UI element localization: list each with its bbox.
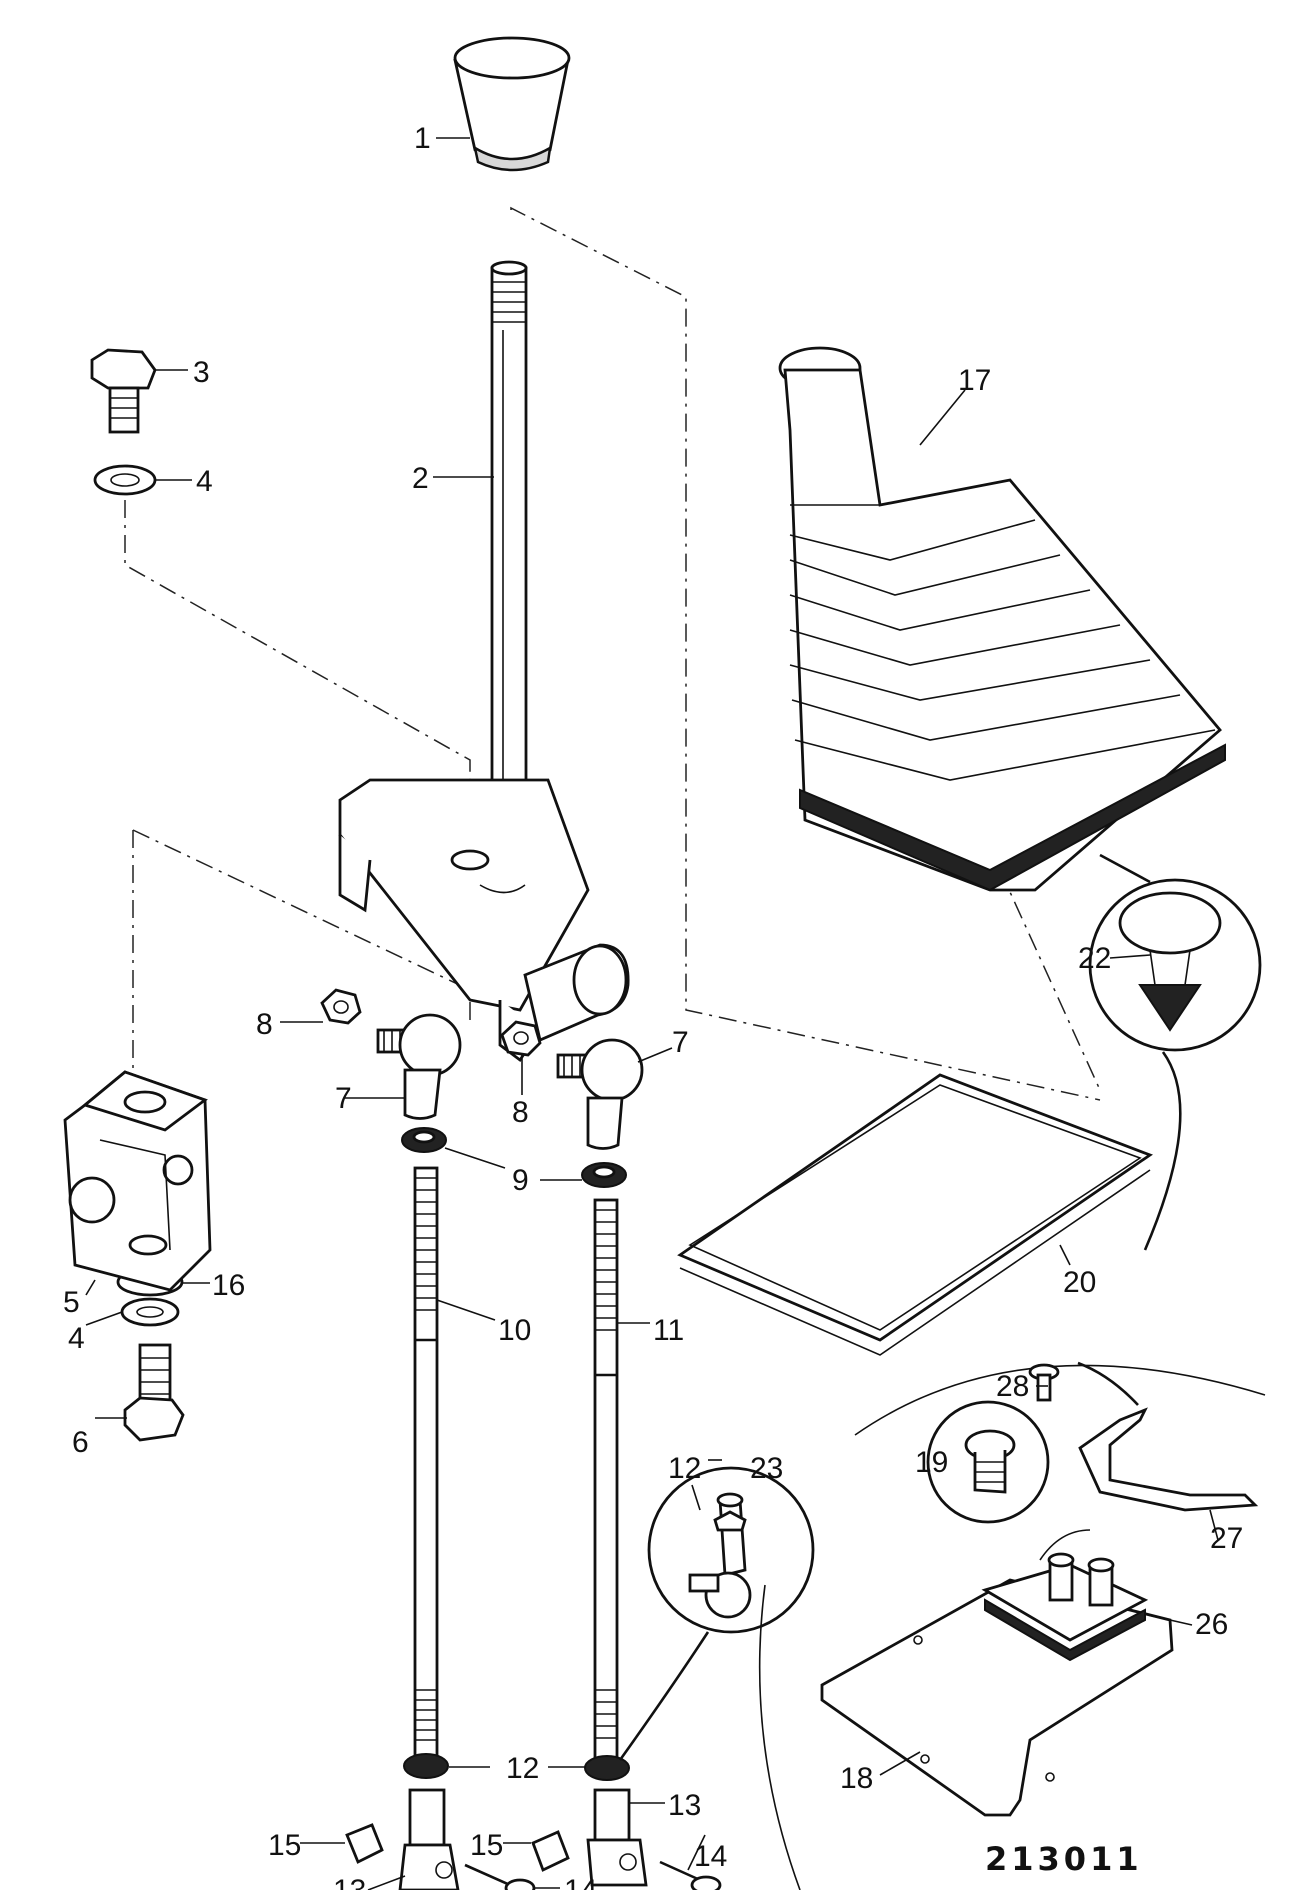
clevis-right-part bbox=[586, 1788, 648, 1887]
universal-joint-part bbox=[63, 1070, 212, 1292]
rod-right-part bbox=[593, 1198, 619, 1762]
callout-8-left: 8 bbox=[256, 1008, 273, 1041]
washer-lower-part bbox=[120, 1297, 180, 1327]
callout-12-detail: 12 bbox=[668, 1452, 701, 1485]
callout-28: 28 bbox=[996, 1370, 1029, 1403]
assembly-guide-lines bbox=[124, 206, 1101, 1101]
callout-10: 10 bbox=[498, 1314, 531, 1347]
callout-9: 9 bbox=[512, 1164, 529, 1197]
callout-13-left: 13 bbox=[333, 1874, 366, 1890]
callout-3: 3 bbox=[193, 356, 210, 389]
callout-1: 1 bbox=[414, 122, 431, 155]
floor-pad-part bbox=[677, 1073, 1153, 1356]
callout-14-right: 14 bbox=[694, 1840, 727, 1873]
callout-26: 26 bbox=[1195, 1608, 1228, 1641]
callout-5: 5 bbox=[63, 1286, 80, 1319]
ball-joint-right-part bbox=[556, 1038, 644, 1150]
nut-right-part bbox=[500, 1020, 542, 1057]
lever-base-plate bbox=[338, 778, 630, 1063]
washer-upper-part bbox=[93, 464, 157, 496]
drawing-reference-number: 213011 bbox=[985, 1840, 1143, 1878]
detail-circle-screw bbox=[926, 1400, 1050, 1524]
callout-18: 18 bbox=[840, 1762, 873, 1795]
callout-22: 22 bbox=[1078, 942, 1111, 975]
callout-7-right: 7 bbox=[672, 1026, 689, 1059]
callout-15-left: 15 bbox=[268, 1829, 301, 1862]
detail-boundary-arc-lower bbox=[758, 1584, 801, 1890]
callout-2: 2 bbox=[412, 462, 429, 495]
washer-lower-hole bbox=[136, 1306, 164, 1318]
callout-11: 11 bbox=[653, 1314, 684, 1347]
bracket-part bbox=[1078, 1407, 1259, 1512]
locknut-left-part bbox=[401, 1127, 447, 1153]
callout-19: 19 bbox=[915, 1446, 948, 1479]
callout-20: 20 bbox=[1063, 1266, 1096, 1299]
callout-7-left: 7 bbox=[335, 1082, 352, 1115]
callout-6: 6 bbox=[72, 1426, 89, 1459]
clevis-left-part bbox=[398, 1788, 460, 1890]
bolt-part bbox=[90, 348, 157, 434]
detail-circle-ball-joint bbox=[618, 1466, 815, 1761]
ball-joint-left-part bbox=[376, 1013, 462, 1120]
callout-13-right: 13 bbox=[668, 1789, 701, 1822]
bolt-lower-part bbox=[123, 1343, 185, 1442]
switch-assembly-part bbox=[981, 1529, 1149, 1662]
pin-left-part bbox=[464, 1863, 536, 1890]
callout-15-right: 15 bbox=[470, 1829, 503, 1862]
callout-labels: 1 2 3 4 17 8 7 8 7 9 10 11 16 5 4 6 20 2… bbox=[63, 122, 1243, 1890]
callout-27: 27 bbox=[1210, 1522, 1243, 1555]
callout-8-right: 8 bbox=[512, 1096, 529, 1129]
callout-4-lower: 4 bbox=[68, 1322, 85, 1355]
callout-14-left: 14 bbox=[564, 1874, 597, 1890]
callout-16: 16 bbox=[212, 1269, 245, 1302]
callout-12-bottom: 12 bbox=[506, 1752, 539, 1785]
rod-left-part bbox=[413, 1166, 439, 1760]
knob-part bbox=[453, 36, 571, 172]
nut-bottom-right-part bbox=[584, 1755, 630, 1781]
pin-right-part bbox=[659, 1860, 722, 1890]
locknut-right-part bbox=[581, 1162, 627, 1188]
screw-small-part bbox=[1028, 1361, 1139, 1406]
callout-17: 17 bbox=[958, 364, 991, 397]
callout-4-upper: 4 bbox=[196, 465, 213, 498]
gaiter-boot-part bbox=[778, 346, 1226, 892]
nut-bottom-left-part bbox=[403, 1753, 449, 1779]
leader-lines bbox=[85, 137, 1219, 1890]
clip-right-part bbox=[531, 1830, 570, 1872]
callout-23: 23 bbox=[750, 1452, 783, 1485]
nut-left-part bbox=[320, 988, 362, 1025]
clip-left-part bbox=[345, 1823, 384, 1864]
washer-upper-hole bbox=[110, 473, 140, 487]
detail-circle-clip bbox=[1088, 853, 1262, 1251]
detail-boundary-arc bbox=[854, 1364, 1266, 1436]
